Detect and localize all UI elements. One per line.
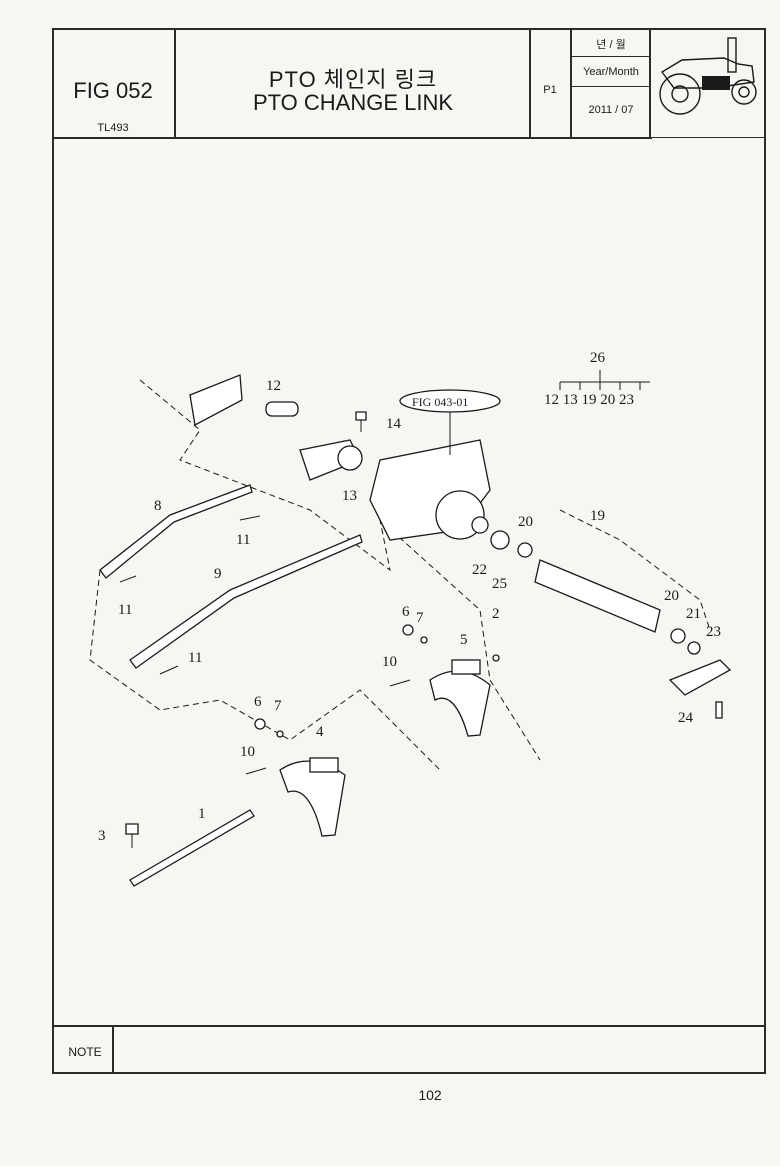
title-english: PTO CHANGE LINK [252, 90, 454, 115]
figure-reference-text: FIG 043-01 [412, 395, 468, 409]
frame-top [52, 28, 765, 30]
part-5-fork-hub [451, 659, 481, 675]
callout-20b: 20 [664, 588, 679, 604]
callout-3: 3 [98, 828, 106, 844]
part-11-cotter-pin-b [119, 575, 137, 583]
callout-6a: 6 [402, 604, 410, 620]
frame-right [764, 28, 766, 1074]
part-23-lever [668, 659, 732, 696]
part-24-pin [715, 701, 723, 719]
part-13-boss [337, 445, 363, 471]
assembly-guide-upper [139, 379, 541, 761]
callout-12: 12 [266, 378, 281, 394]
part-5-shift-fork [429, 670, 491, 737]
part-11-cotter-pin-a [239, 515, 261, 521]
callout-1: 1 [198, 806, 206, 822]
callout-20a: 20 [518, 514, 533, 530]
part-1-shift-rod [129, 809, 255, 887]
page-number: 102 [418, 1087, 442, 1103]
assembly-guide-left [89, 569, 441, 771]
part-8-rod [99, 484, 253, 579]
callout-25: 25 [492, 576, 507, 592]
callout-26: 26 [590, 350, 606, 366]
ym-rule-2 [571, 86, 651, 87]
callout-10a: 10 [382, 654, 397, 670]
header-bottom-rule-right [650, 137, 766, 138]
callout-7a: 7 [416, 610, 424, 626]
group-26-members: 12 13 19 20 23 [544, 392, 634, 408]
part-9-rod [129, 534, 363, 669]
callout-21: 21 [686, 606, 701, 622]
part-11-cotter-pin-c [159, 665, 179, 675]
callout-11a: 11 [236, 532, 250, 548]
part-12-pin [265, 401, 299, 417]
ym-rule-1 [571, 56, 651, 57]
header-divider-1 [174, 28, 176, 138]
callout-19: 19 [590, 508, 605, 524]
group-26-bracket [559, 370, 650, 390]
callout-9: 9 [214, 566, 222, 582]
fig-number: FIG 052 [73, 78, 153, 103]
model-code: TL493 [97, 122, 129, 134]
part-10-pin-a [389, 679, 411, 687]
header-divider-3 [570, 28, 572, 138]
part-19-shaft [534, 559, 661, 633]
tractor-logo-icon [659, 37, 757, 115]
year-month-korean-label: 년 / 월 [596, 39, 626, 51]
upper-bracket [189, 374, 243, 426]
exploded-parts-diagram: FIG 043-01 1 2 3 4 5 6 6 7 7 8 9 10 10 [89, 350, 732, 887]
callout-14: 14 [386, 416, 402, 432]
callout-10b: 10 [240, 744, 255, 760]
frame-left [52, 28, 54, 1074]
part-2-plug [492, 654, 500, 662]
part-4-shift-fork [279, 760, 346, 837]
callout-8: 8 [154, 498, 162, 514]
header-bottom-rule [52, 137, 652, 139]
callout-4: 4 [316, 724, 324, 740]
part-21-washer [687, 641, 701, 655]
note-box-divider [112, 1025, 114, 1073]
part-7-ball-b [276, 730, 284, 738]
part-20-bushing-b [670, 628, 686, 644]
callout-22: 22 [472, 562, 487, 578]
callout-11c: 11 [188, 650, 202, 666]
part-25-snap-ring [490, 530, 510, 550]
part-4-fork-hub [309, 757, 339, 773]
callout-24: 24 [678, 710, 694, 726]
part-6-spring-a [402, 624, 414, 636]
callout-11b: 11 [118, 602, 132, 618]
note-box-top [52, 1025, 766, 1027]
callout-6b: 6 [254, 694, 262, 710]
page-code: P1 [543, 84, 557, 96]
frame-bottom [52, 1072, 766, 1074]
header-divider-4 [649, 28, 651, 138]
callout-2: 2 [492, 606, 500, 622]
year-month-value: 2011 / 07 [588, 104, 634, 116]
callout-7b: 7 [274, 698, 282, 714]
part-6-spring-b [254, 718, 266, 730]
title-korean: PTO 체인지 링크 [268, 67, 438, 92]
part-10-pin-b [245, 767, 267, 775]
part-3-bolt [125, 823, 139, 835]
part-20-bushing-a [517, 542, 533, 558]
header-divider-2 [529, 28, 531, 138]
part-7-ball-a [420, 636, 428, 644]
assembly-guide-right [559, 509, 711, 631]
callout-5: 5 [460, 632, 468, 648]
part-14-bolt [355, 411, 367, 421]
note-label: NOTE [68, 1045, 102, 1059]
callout-13: 13 [342, 488, 357, 504]
callout-23: 23 [706, 624, 721, 640]
part-22-snap-ring [471, 516, 489, 534]
year-month-label: Year/Month [583, 66, 639, 78]
